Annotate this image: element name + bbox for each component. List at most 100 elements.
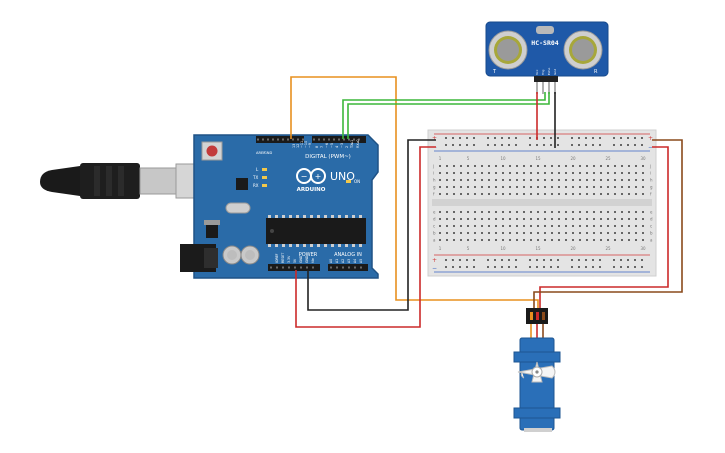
breadboard-hole[interactable]	[495, 179, 497, 181]
breadboard-hole[interactable]	[523, 165, 525, 167]
breadboard-hole[interactable]	[453, 218, 455, 220]
breadboard-hole[interactable]	[579, 186, 581, 188]
breadboard-hole[interactable]	[481, 193, 483, 195]
breadboard-hole[interactable]	[530, 218, 532, 220]
breadboard-hole[interactable]	[523, 239, 525, 241]
breadboard-hole[interactable]	[502, 225, 504, 227]
breadboard-hole[interactable]	[544, 172, 546, 174]
breadboard-hole[interactable]	[495, 232, 497, 234]
breadboard-hole[interactable]	[474, 218, 476, 220]
usb-cable[interactable]	[40, 163, 213, 199]
breadboard-hole[interactable]	[474, 239, 476, 241]
breadboard-hole[interactable]	[614, 193, 616, 195]
digital-pin-hole[interactable]	[282, 138, 284, 141]
breadboard-hole[interactable]	[544, 239, 546, 241]
breadboard-hole[interactable]	[551, 218, 553, 220]
breadboard-hole[interactable]	[579, 218, 581, 220]
breadboard-hole[interactable]	[607, 218, 609, 220]
breadboard-hole[interactable]	[578, 266, 580, 268]
breadboard-hole[interactable]	[452, 259, 454, 261]
breadboard-hole[interactable]	[627, 266, 629, 268]
breadboard-hole[interactable]	[579, 172, 581, 174]
breadboard-hole[interactable]	[523, 179, 525, 181]
breadboard-hole[interactable]	[530, 211, 532, 213]
breadboard-hole[interactable]	[565, 218, 567, 220]
breadboard-hole[interactable]	[558, 186, 560, 188]
breadboard-hole[interactable]	[593, 232, 595, 234]
breadboard-hole[interactable]	[502, 193, 504, 195]
digital-pin-hole[interactable]	[333, 138, 335, 141]
breadboard-hole[interactable]	[621, 211, 623, 213]
breadboard-hole[interactable]	[571, 137, 573, 139]
breadboard-hole[interactable]	[495, 225, 497, 227]
breadboard-hole[interactable]	[607, 211, 609, 213]
breadboard-hole[interactable]	[634, 259, 636, 261]
breadboard-hole[interactable]	[474, 232, 476, 234]
breadboard-hole[interactable]	[446, 165, 448, 167]
breadboard-hole[interactable]	[481, 172, 483, 174]
bottom-pin-hole[interactable]	[354, 266, 356, 269]
breadboard-hole[interactable]	[586, 165, 588, 167]
breadboard-hole[interactable]	[439, 186, 441, 188]
breadboard-hole[interactable]	[474, 186, 476, 188]
breadboard-hole[interactable]	[558, 218, 560, 220]
breadboard-hole[interactable]	[494, 266, 496, 268]
breadboard-hole[interactable]	[530, 165, 532, 167]
breadboard-hole[interactable]	[530, 232, 532, 234]
breadboard-hole[interactable]	[607, 193, 609, 195]
breadboard-hole[interactable]	[452, 266, 454, 268]
breadboard-hole[interactable]	[621, 218, 623, 220]
bottom-pin-hole[interactable]	[270, 266, 272, 269]
breadboard-hole[interactable]	[621, 165, 623, 167]
breadboard-hole[interactable]	[467, 211, 469, 213]
digital-pin-hole[interactable]	[323, 138, 325, 141]
breadboard-hole[interactable]	[474, 193, 476, 195]
breadboard-hole[interactable]	[572, 186, 574, 188]
breadboard-hole[interactable]	[488, 239, 490, 241]
breadboard-hole[interactable]	[452, 137, 454, 139]
breadboard-hole[interactable]	[628, 193, 630, 195]
breadboard-hole[interactable]	[592, 266, 594, 268]
breadboard-hole[interactable]	[445, 137, 447, 139]
breadboard-hole[interactable]	[439, 172, 441, 174]
breadboard-hole[interactable]	[508, 259, 510, 261]
breadboard-hole[interactable]	[607, 225, 609, 227]
breadboard-hole[interactable]	[565, 211, 567, 213]
breadboard-hole[interactable]	[586, 211, 588, 213]
breadboard-hole[interactable]	[495, 218, 497, 220]
breadboard-hole[interactable]	[459, 266, 461, 268]
breadboard-hole[interactable]	[607, 172, 609, 174]
digital-pin-hole[interactable]	[353, 138, 355, 141]
breadboard-hole[interactable]	[614, 239, 616, 241]
breadboard-hole[interactable]	[544, 165, 546, 167]
breadboard-hole[interactable]	[565, 225, 567, 227]
wire-servo-signal[interactable]	[290, 76, 539, 310]
breadboard-hole[interactable]	[516, 218, 518, 220]
breadboard-hole[interactable]	[599, 144, 601, 146]
breadboard-hole[interactable]	[628, 186, 630, 188]
breadboard-hole[interactable]	[634, 144, 636, 146]
breadboard-hole[interactable]	[620, 266, 622, 268]
breadboard-hole[interactable]	[495, 165, 497, 167]
breadboard-hole[interactable]	[642, 211, 644, 213]
breadboard-hole[interactable]	[453, 186, 455, 188]
digital-pin-hole[interactable]	[313, 138, 315, 141]
breadboard-hole[interactable]	[502, 211, 504, 213]
breadboard-hole[interactable]	[509, 232, 511, 234]
breadboard-hole[interactable]	[641, 259, 643, 261]
digital-pin-hole[interactable]	[257, 138, 259, 141]
breadboard-hole[interactable]	[502, 218, 504, 220]
breadboard-hole[interactable]	[523, 218, 525, 220]
breadboard-hole[interactable]	[536, 259, 538, 261]
digital-pin-hole[interactable]	[277, 138, 279, 141]
breadboard-hole[interactable]	[515, 266, 517, 268]
breadboard-hole[interactable]	[544, 211, 546, 213]
breadboard-hole[interactable]	[501, 259, 503, 261]
breadboard-hole[interactable]	[600, 193, 602, 195]
breadboard-hole[interactable]	[460, 179, 462, 181]
breadboard-hole[interactable]	[593, 193, 595, 195]
breadboard-hole[interactable]	[445, 259, 447, 261]
breadboard-hole[interactable]	[635, 186, 637, 188]
breadboard-hole[interactable]	[586, 239, 588, 241]
